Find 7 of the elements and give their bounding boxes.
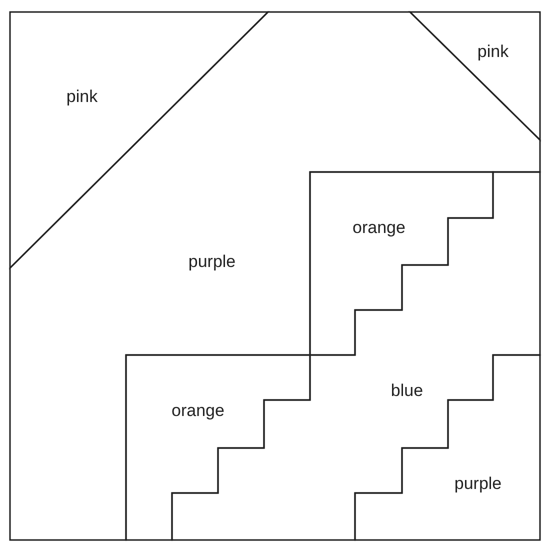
patch-label: purple xyxy=(454,474,502,494)
patch-label: pink xyxy=(477,42,509,62)
patch-label: pink xyxy=(66,87,98,107)
patch-label: purple xyxy=(188,252,236,272)
patch-label: blue xyxy=(390,381,424,401)
patch-label: orange xyxy=(352,218,406,238)
patch-label: orange xyxy=(172,401,224,421)
